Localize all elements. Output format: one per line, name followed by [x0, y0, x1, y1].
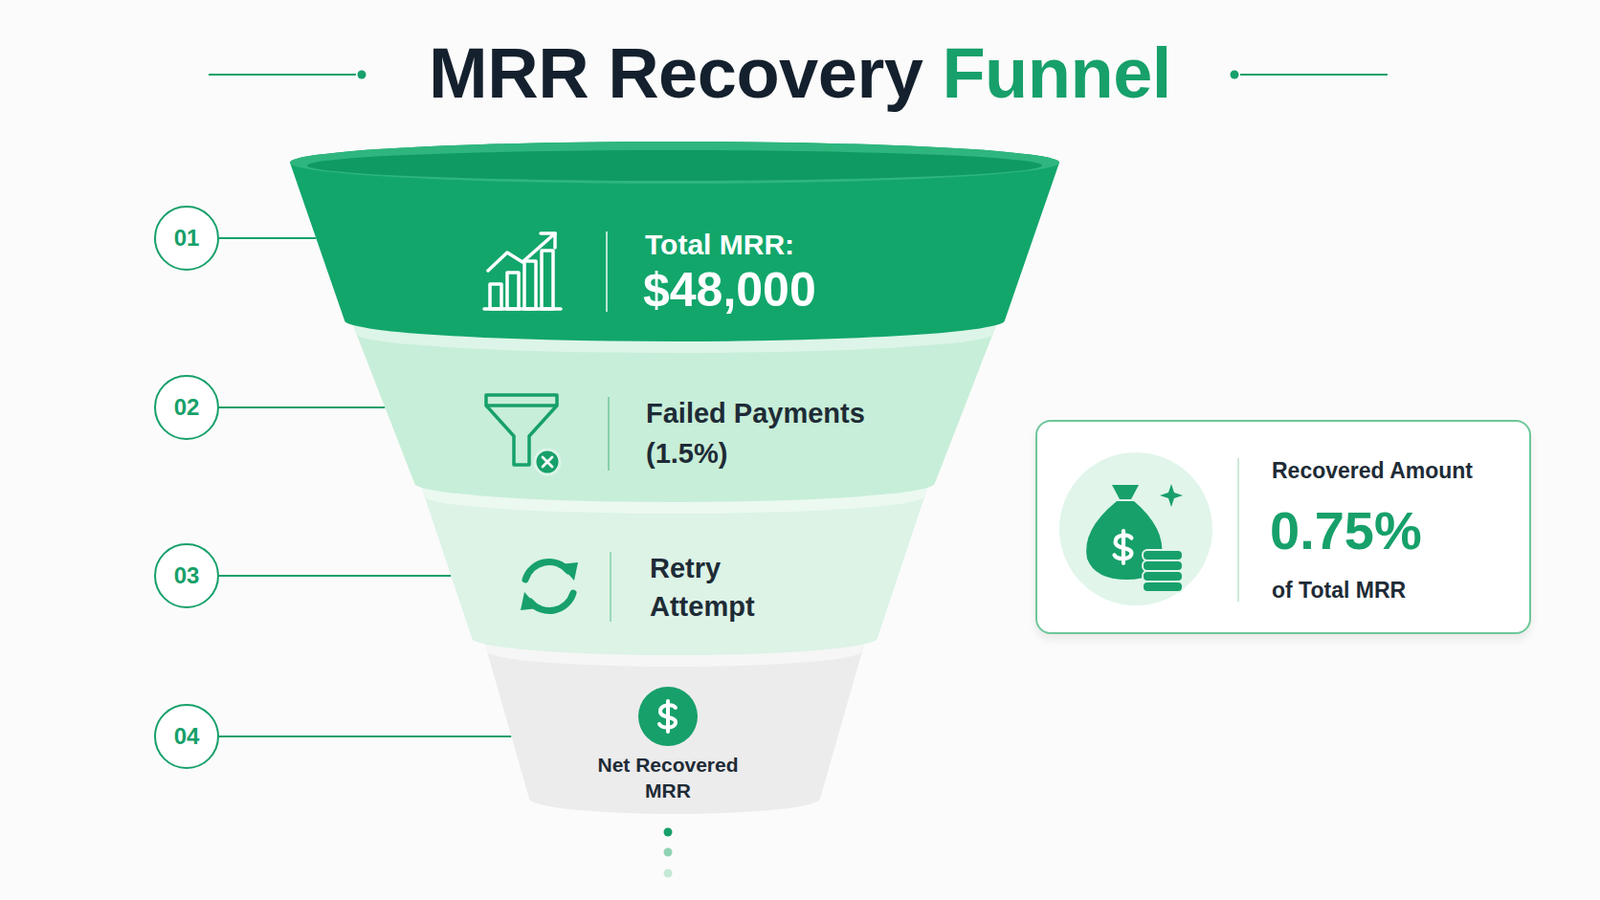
title-row: MRR Recovery Funnel — [0, 32, 1600, 115]
retry-cycle-icon-part — [559, 562, 578, 581]
funnel-icon-part — [607, 397, 610, 471]
money-bag-icon-part — [1086, 501, 1162, 580]
text-slot: Retry Attempt — [649, 549, 813, 626]
retry-cycle-icon-part-part — [530, 593, 574, 612]
leader-line — [219, 575, 451, 578]
title-rule-part — [1230, 70, 1240, 80]
text-slot: of Total MRR — [1271, 575, 1516, 606]
retry-cycle-icon-part — [525, 561, 574, 611]
callout-number: 04 — [154, 704, 220, 770]
node-value: of Total MRR — [1271, 575, 1516, 606]
money-bag-icon-part-part — [1121, 531, 1126, 564]
funnel-icon-part — [534, 449, 560, 475]
growth-chart-icon-part-part — [488, 233, 556, 271]
growth-chart-icon-part-part — [484, 307, 561, 312]
text-slot: 0.75% — [1269, 499, 1514, 563]
trailing-dots-part — [664, 828, 673, 838]
money-bag-icon-part-part — [1142, 581, 1183, 593]
growth-chart-icon-part-part — [524, 261, 536, 310]
node-label: Failed Payments (1.5%) — [645, 393, 897, 474]
trailing-dots-part — [664, 848, 673, 858]
funnel-band: Net Recovered MRR — [483, 621, 867, 817]
band-body — [483, 622, 867, 815]
retry-cycle-icon-part — [520, 592, 539, 611]
callout-number: 01 — [154, 205, 220, 271]
money-bag-icon-part-part — [1142, 571, 1183, 582]
growth-chart-icon-part-part — [540, 233, 556, 248]
callout-number: 02 — [154, 375, 220, 441]
title-rule-part — [1240, 73, 1388, 76]
funnel-band: Retry Attempt — [420, 464, 930, 658]
band-lip — [351, 320, 999, 354]
text-slot: Total MRR: — [644, 227, 933, 263]
text-slot: Failed Payments (1.5%) — [645, 393, 897, 474]
band-lip — [483, 638, 867, 667]
funnel-icon-part — [486, 395, 557, 466]
funnel-icon-part-part — [542, 457, 553, 467]
band-body — [351, 301, 999, 503]
funnel-opening — [307, 150, 1043, 181]
retry-cycle-icon-part-part — [525, 561, 569, 580]
funnel-icon-part — [542, 457, 553, 467]
band-lip — [420, 483, 930, 514]
title-rule-part — [357, 70, 367, 80]
dollar-badge-icon-part-part — [659, 705, 676, 728]
node-label: Net Recovered MRR — [581, 752, 755, 804]
node-label: Recovered Amount — [1271, 455, 1516, 487]
money-bag-icon-part-part — [1142, 550, 1183, 561]
callout-number: 02 — [174, 394, 200, 422]
text-slot: $48,000 — [643, 262, 931, 318]
funnel-icon-part-part — [486, 403, 557, 408]
leader-line — [219, 735, 512, 738]
node-value: 0.75% — [1269, 499, 1514, 563]
callout-number: 04 — [174, 723, 200, 751]
funnel-band: Total MRR:$48,000 — [289, 139, 1060, 344]
growth-chart-icon-part-part — [489, 284, 502, 310]
title-rule-part — [208, 73, 356, 76]
funnel-icon-part-part — [486, 395, 557, 466]
band-body — [289, 141, 1060, 342]
funnel-icon-part-part — [542, 457, 553, 467]
growth-chart-icon-part — [605, 231, 608, 312]
growth-chart-icon-part-part — [507, 272, 519, 310]
money-bag-icon-part — [1114, 531, 1133, 564]
trailing-dots-part — [664, 869, 673, 879]
callout-number: 01 — [174, 224, 200, 252]
growth-chart-icon-part — [484, 233, 561, 310]
growth-chart-icon-part-part — [541, 250, 554, 310]
dollar-badge-icon-part-part — [666, 701, 670, 733]
money-bag-icon-part — [1237, 458, 1240, 602]
money-bag-icon-part — [1059, 452, 1213, 606]
callout-number: 03 — [154, 543, 220, 609]
funnel-band: Failed Payments (1.5%) — [351, 299, 999, 505]
trailing-dots — [664, 828, 673, 879]
money-bag-icon-part — [1142, 550, 1183, 593]
dollar-badge-icon-part — [638, 687, 698, 747]
node-label: Total MRR: — [644, 227, 933, 263]
band-body — [420, 466, 930, 656]
text-slot: Recovered Amount — [1271, 455, 1516, 487]
callout-number: 03 — [174, 562, 200, 590]
money-bag-icon-part — [1159, 484, 1183, 508]
dollar-badge-icon-part — [659, 701, 676, 733]
money-bag-icon-part-part — [1142, 560, 1183, 572]
funnel-rim — [289, 141, 1060, 184]
leader-line — [219, 406, 385, 409]
node-label: Retry Attempt — [649, 549, 813, 626]
node-value: $48,000 — [643, 262, 931, 318]
stat-card: Recovered Amount 0.75% of Total MRR — [1035, 420, 1532, 635]
leader-line — [219, 237, 316, 240]
retry-cycle-icon-part — [609, 552, 612, 623]
money-bag-icon-part-part — [1114, 535, 1133, 559]
diagram-title: MRR Recovery Funnel — [428, 32, 1172, 115]
text-slot: Net Recovered MRR — [581, 752, 755, 804]
money-bag-icon-part — [1111, 485, 1139, 500]
